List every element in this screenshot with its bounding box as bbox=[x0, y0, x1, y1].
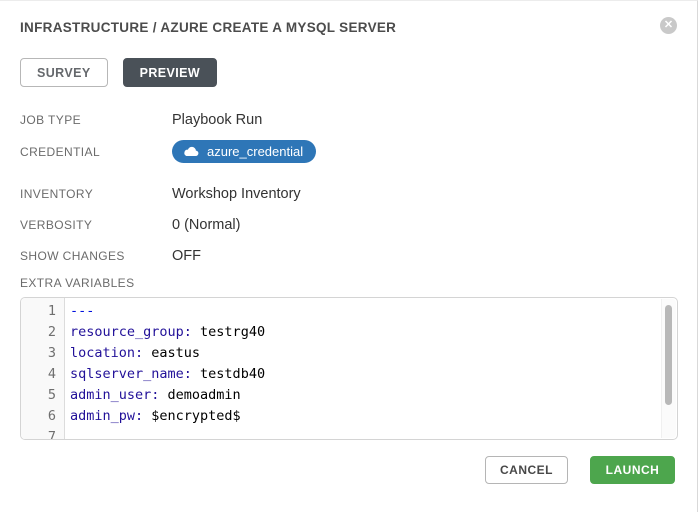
code-text: admin_user: demoadmin bbox=[65, 385, 241, 406]
yaml-value: $encrypted$ bbox=[143, 408, 241, 424]
verbosity-value: 0 (Normal) bbox=[172, 217, 241, 233]
line-number: 1 bbox=[21, 301, 65, 322]
yaml-value: testrg40 bbox=[191, 324, 266, 340]
detail-row-show-changes: SHOW CHANGES OFF bbox=[20, 245, 677, 267]
detail-row-verbosity: VERBOSITY 0 (Normal) bbox=[20, 214, 677, 236]
line-number: 7 bbox=[21, 427, 65, 439]
extra-variables-editor[interactable]: 1 --- 2 resource_group: testrg40 3 locat… bbox=[20, 297, 678, 440]
yaml-key: location: bbox=[70, 345, 144, 361]
dialog-header: INFRASTRUCTURE / AZURE CREATE A MYSQL SE… bbox=[20, 17, 677, 35]
cloud-icon bbox=[183, 146, 199, 157]
dialog-title: INFRASTRUCTURE / AZURE CREATE A MYSQL SE… bbox=[20, 20, 397, 35]
verbosity-label: VERBOSITY bbox=[20, 218, 93, 232]
editor-scrollbar-thumb[interactable] bbox=[665, 305, 672, 405]
credential-badge-label: azure_credential bbox=[207, 144, 304, 159]
code-text bbox=[65, 427, 70, 439]
tab-preview[interactable]: PREVIEW bbox=[122, 58, 218, 87]
code-text: admin_pw: $encrypted$ bbox=[65, 406, 241, 427]
code-line: 5 admin_user: demoadmin bbox=[21, 385, 677, 406]
credential-badge[interactable]: azure_credential bbox=[172, 140, 317, 163]
line-number: 2 bbox=[21, 322, 65, 343]
code-line: 7 bbox=[21, 427, 677, 439]
line-number: 5 bbox=[21, 385, 65, 406]
yaml-key: resource_group: bbox=[70, 324, 192, 340]
detail-row-credential: CREDENTIAL azure_credential bbox=[20, 140, 677, 163]
show-changes-label: SHOW CHANGES bbox=[20, 249, 125, 263]
yaml-key: admin_user: bbox=[70, 387, 160, 403]
line-number: 3 bbox=[21, 343, 65, 364]
dialog-footer: CANCEL LAUNCH bbox=[485, 456, 675, 484]
code-text: --- bbox=[65, 301, 94, 322]
cancel-button[interactable]: CANCEL bbox=[485, 456, 568, 484]
code-text: resource_group: testrg40 bbox=[65, 322, 265, 343]
line-number: 6 bbox=[21, 406, 65, 427]
yaml-key: sqlserver_name: bbox=[70, 366, 192, 382]
job-type-label: JOB TYPE bbox=[20, 113, 81, 127]
yaml-key: admin_pw: bbox=[70, 408, 144, 424]
code-line: 1 --- bbox=[21, 301, 677, 322]
yaml-value: demoadmin bbox=[159, 387, 241, 403]
code-line: 2 resource_group: testrg40 bbox=[21, 322, 677, 343]
code-line: 3 location: eastus bbox=[21, 343, 677, 364]
editor-content: 1 --- 2 resource_group: testrg40 3 locat… bbox=[21, 298, 677, 439]
tab-survey[interactable]: SURVEY bbox=[20, 58, 108, 87]
code-text: location: eastus bbox=[65, 343, 200, 364]
launch-button[interactable]: LAUNCH bbox=[590, 456, 675, 484]
yaml-value: testdb40 bbox=[191, 366, 266, 382]
yaml-doc-separator: --- bbox=[70, 303, 95, 319]
editor-scrollbar-track[interactable] bbox=[661, 299, 676, 438]
job-details: JOB TYPE Playbook Run CREDENTIAL azure_c… bbox=[20, 109, 677, 267]
close-icon[interactable]: ✕ bbox=[660, 17, 677, 34]
yaml-value: eastus bbox=[143, 345, 201, 361]
credential-label: CREDENTIAL bbox=[20, 144, 101, 159]
job-type-value: Playbook Run bbox=[172, 112, 263, 128]
code-line: 6 admin_pw: $encrypted$ bbox=[21, 406, 677, 427]
detail-row-job-type: JOB TYPE Playbook Run bbox=[20, 109, 677, 131]
detail-row-inventory: INVENTORY Workshop Inventory bbox=[20, 183, 677, 205]
tab-bar: SURVEY PREVIEW bbox=[20, 58, 677, 87]
inventory-value: Workshop Inventory bbox=[172, 186, 301, 202]
inventory-label: INVENTORY bbox=[20, 187, 94, 201]
code-line: 4 sqlserver_name: testdb40 bbox=[21, 364, 677, 385]
show-changes-value: OFF bbox=[172, 248, 201, 264]
line-number: 4 bbox=[21, 364, 65, 385]
code-text: sqlserver_name: testdb40 bbox=[65, 364, 265, 385]
extra-variables-label: EXTRA VARIABLES bbox=[20, 276, 135, 290]
